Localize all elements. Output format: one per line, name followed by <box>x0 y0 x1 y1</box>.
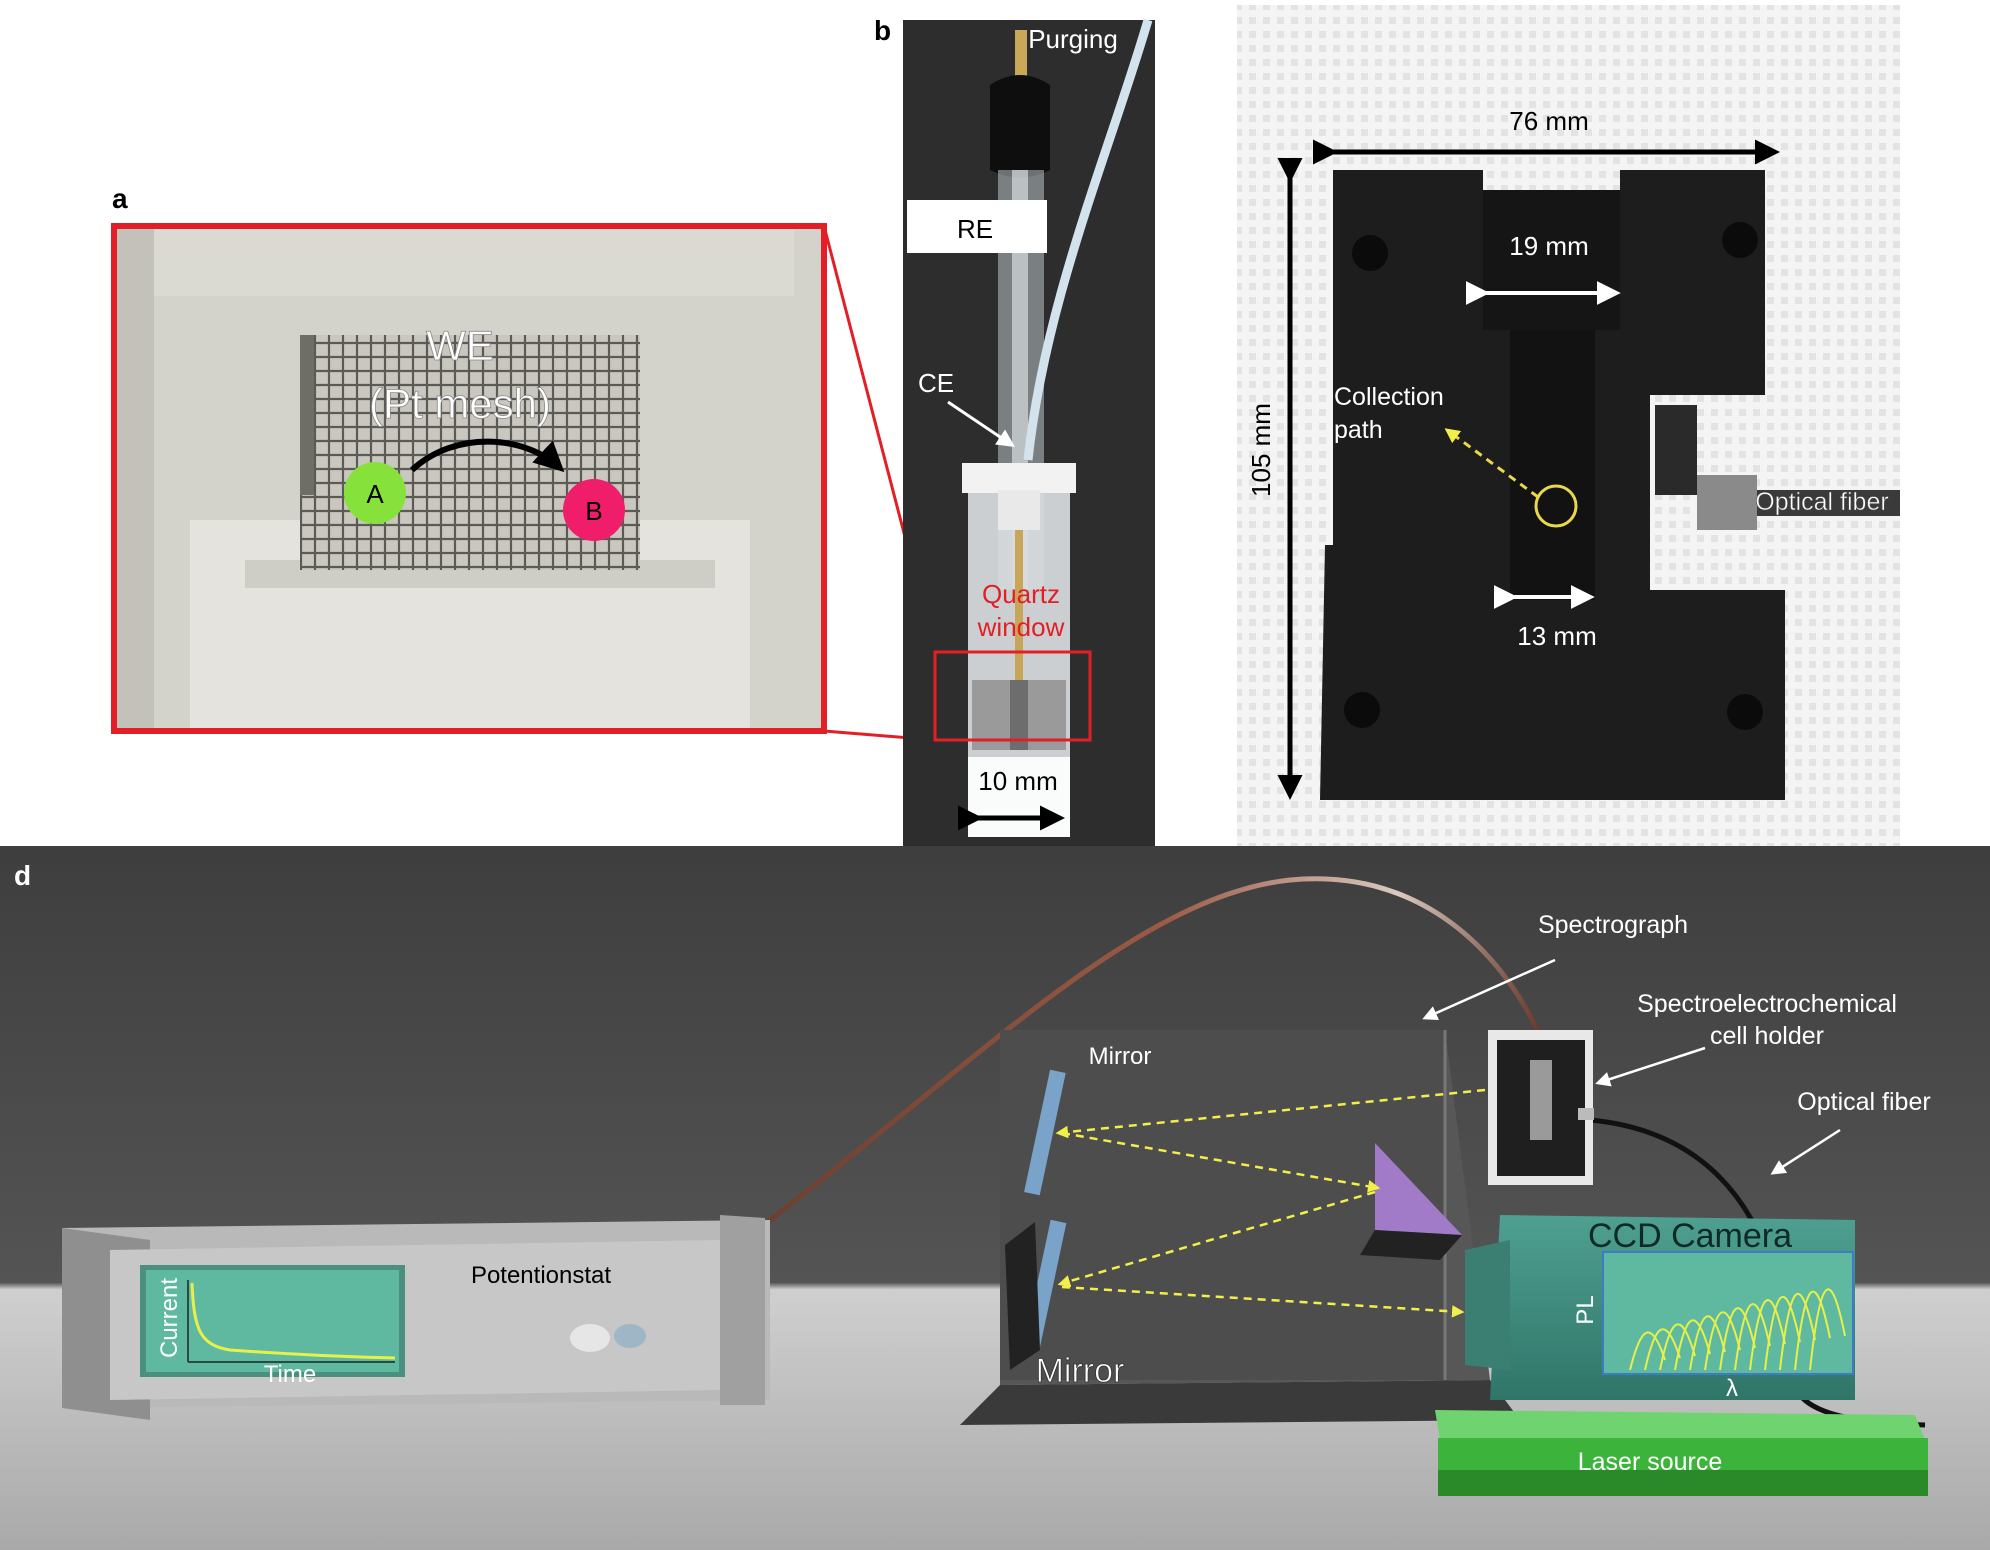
prism <box>1375 1143 1462 1235</box>
beam-paths <box>1055 1088 1486 1318</box>
cell-holder-pointer <box>1595 1046 1706 1087</box>
time-axis-label: Time <box>264 1361 316 1388</box>
panel-a-letter: a <box>112 183 128 214</box>
panel-d-letter: d <box>14 860 31 891</box>
optical-fiber-pointer <box>1770 1128 1841 1175</box>
spectrograph-pointer <box>1422 958 1556 1020</box>
panel-c: c Optical fiber 76 mm 105 mm 19 mm 13 mm… <box>1237 5 1900 846</box>
species-a-label: A <box>366 479 384 509</box>
purging-tube <box>1023 18 1153 461</box>
potentiostat-connector <box>570 1324 610 1352</box>
quartz-label-line1: Quartz <box>982 579 1060 609</box>
cell-holder-label-1: Spectroelectrochemical <box>1637 990 1897 1018</box>
species-b-label: B <box>585 496 602 526</box>
potentiostat-label: Potentionstat <box>471 1262 611 1289</box>
optical-fiber-c-label: Optical fiber <box>1755 488 1888 516</box>
current-axis-label: Current <box>156 1278 183 1358</box>
purging-label: Purging <box>1028 24 1118 54</box>
potentiostat: Current Time Potentionstat <box>62 1215 770 1420</box>
quartz-window-box <box>933 650 1092 742</box>
ccd-screen <box>1602 1251 1854 1375</box>
cell-holder-3d <box>1488 1030 1594 1185</box>
zoom-frame <box>111 223 827 734</box>
we-label: WE <box>426 322 494 369</box>
cell-holder-label-2: cell holder <box>1710 1022 1824 1050</box>
ce-label: CE <box>918 368 954 398</box>
collection-path-label-1: Collection <box>1334 383 1444 411</box>
collection-path-label-2: path <box>1334 416 1383 444</box>
laser-source-label: Laser source <box>1578 1448 1723 1476</box>
mirror-top-label: Mirror <box>1089 1043 1152 1070</box>
ce-pointer <box>947 400 1015 448</box>
species-a-circle <box>344 462 406 524</box>
pt-mesh-label: (Pt mesh) <box>369 380 551 427</box>
ccd-camera: CCD Camera PL λ <box>1465 1215 1855 1402</box>
collection-path-arrow <box>1444 428 1539 499</box>
collection-spot <box>1534 484 1578 528</box>
panel-a: a WE (Pt mesh) A B <box>111 183 937 742</box>
height-105mm-label: 105 mm <box>1246 403 1276 497</box>
ccd-camera-label: CCD Camera <box>1588 1217 1792 1255</box>
spectrograph-box: Mirror Mirror <box>960 1030 1520 1425</box>
pl-spectra-curves <box>1629 1288 1846 1371</box>
current-decay-curve <box>190 1282 396 1360</box>
width-76mm-label: 76 mm <box>1509 106 1588 136</box>
species-b-circle <box>563 479 625 541</box>
width-13mm-label: 13 mm <box>1517 621 1596 651</box>
spectrograph-label: Spectrograph <box>1538 911 1688 939</box>
quartz-label-line2: window <box>977 612 1065 642</box>
pl-axis-label: PL <box>1572 1295 1599 1324</box>
panel-b-letter: b <box>874 15 891 46</box>
mirror-bottom-label: Mirror <box>1036 1352 1125 1390</box>
reaction-arrow <box>409 438 565 473</box>
panel-b: b RE Purging CE Quartz window 10 mm <box>874 15 1155 846</box>
optical-fiber-d-label: Optical fiber <box>1797 1088 1930 1116</box>
width-10mm-label: 10 mm <box>978 766 1057 796</box>
fiber-cable <box>598 876 1543 1343</box>
panel-d: d Current Time Potentionstat <box>0 846 1990 1550</box>
laser-source: Laser source <box>1435 1410 1928 1496</box>
width-19mm-label: 19 mm <box>1509 231 1588 261</box>
mirror-top-element <box>1024 1069 1066 1196</box>
re-label: RE <box>957 214 993 244</box>
lambda-axis-label: λ <box>1726 1375 1738 1402</box>
